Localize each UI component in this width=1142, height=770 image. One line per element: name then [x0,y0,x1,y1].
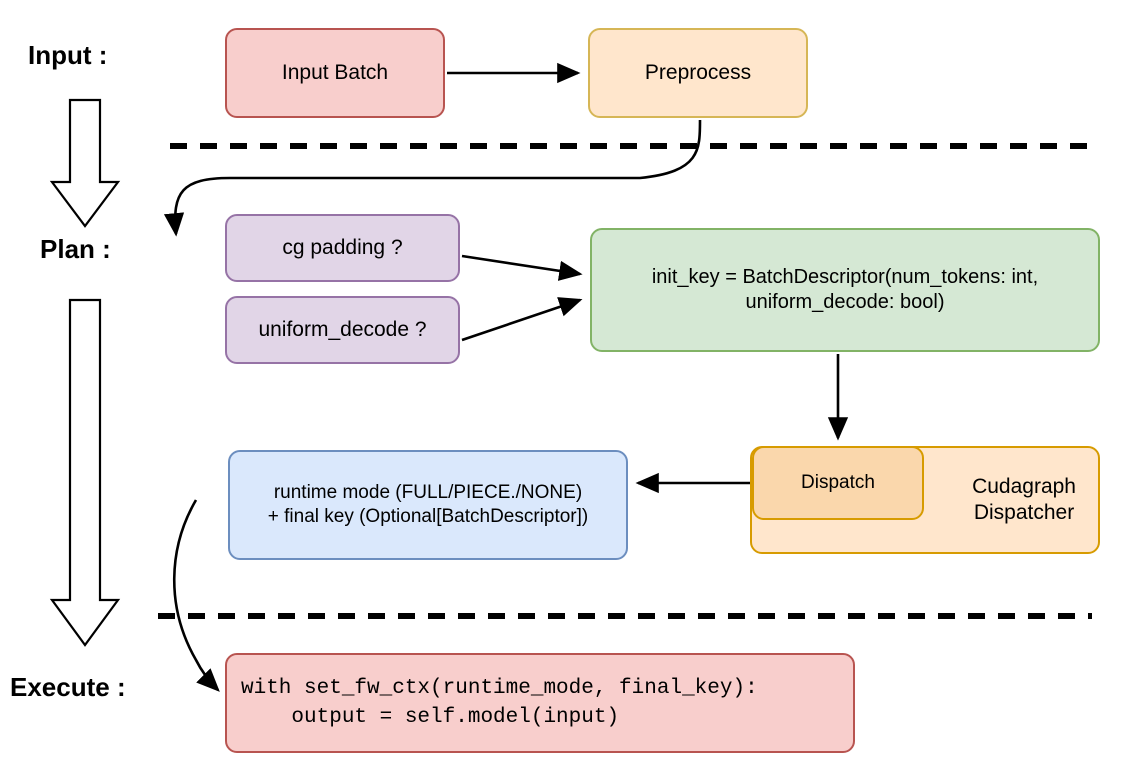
node-cg-padding-label: cg padding ? [282,235,403,259]
node-cg-padding[interactable]: cg padding ? [225,214,460,282]
node-input-batch-label: Input Batch [281,60,389,84]
node-input-batch[interactable]: Input Batch [225,28,445,118]
connector-preprocess-to-cg-padding [163,119,702,237]
plan-to-execute-arrow [49,298,121,647]
node-cudagraph-dispatcher-line1: Cudagraph [972,474,1076,498]
node-uniform-decode-label: uniform_decode ? [258,317,427,341]
node-dispatch-label: Dispatch [801,472,875,494]
node-preprocess-label: Preprocess [644,60,752,84]
connector-runtime-mode-to-exec-code [172,499,220,692]
stage-label-plan: Plan : [40,234,111,264]
node-preprocess[interactable]: Preprocess [588,28,808,118]
node-init-key-line2: uniform_decode: bool) [745,291,945,313]
node-exec-code[interactable]: with set_fw_ctx(runtime_mode, final_key)… [225,653,855,753]
node-cudagraph-dispatcher-text: Cudagraph Dispatcher [972,474,1076,527]
node-runtime-mode-line2: + final key (Optional[BatchDescriptor]) [267,506,589,527]
connector-cg-padding-to-init-key [461,254,583,281]
stage-label-execute: Execute : [10,672,126,702]
node-runtime-mode-text: runtime mode (FULL/PIECE./NONE) + final … [268,481,589,529]
node-init-key-text: init_key = BatchDescriptor(num_tokens: i… [652,265,1038,315]
node-uniform-decode[interactable]: uniform_decode ? [225,296,460,364]
node-init-key-line1: init_key = BatchDescriptor(num_tokens: i… [651,266,1039,288]
node-init-key[interactable]: init_key = BatchDescriptor(num_tokens: i… [590,228,1100,352]
connector-uniform-decode-to-init-key [461,297,583,342]
node-exec-code-text: with set_fw_ctx(runtime_mode, final_key)… [241,674,758,733]
node-exec-code-line2: output = self.model(input) [241,706,620,729]
node-exec-code-line1: with set_fw_ctx(runtime_mode, final_key)… [241,676,758,700]
node-cudagraph-dispatcher-line2: Dispatcher [973,501,1075,524]
node-dispatch[interactable]: Dispatch [752,446,924,520]
input-to-plan-arrow [49,98,121,228]
node-runtime-mode-line1: runtime mode (FULL/PIECE./NONE) [273,482,583,504]
stage-label-input: Input : [28,40,108,70]
node-runtime-mode[interactable]: runtime mode (FULL/PIECE./NONE) + final … [228,450,628,560]
